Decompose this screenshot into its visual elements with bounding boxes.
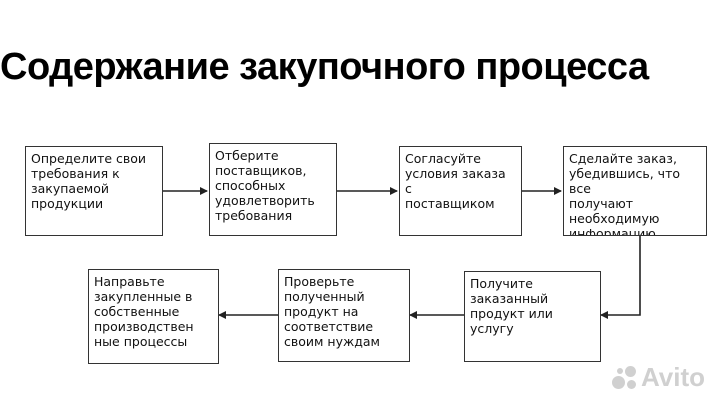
step-box-3: Согласуйте условия заказа с поставщиком <box>399 146 522 236</box>
step-box-4: Сделайте заказ, убедившись, что все полу… <box>563 146 707 236</box>
step-box-6: Проверьте полученный продукт на соответс… <box>278 269 410 362</box>
step-box-7: Направьте закупленные в собственные прои… <box>88 269 219 364</box>
arrow-step4-to-step5 <box>600 236 641 319</box>
page-title: Содержание закупочного процесса <box>0 46 649 88</box>
step-box-1: Определите свои требования к закупаемой … <box>25 146 163 236</box>
step-box-2: Отберите поставщиков, способных удовлетв… <box>209 143 337 236</box>
step-box-5: Получите заказанный продукт или услугу <box>464 271 601 362</box>
